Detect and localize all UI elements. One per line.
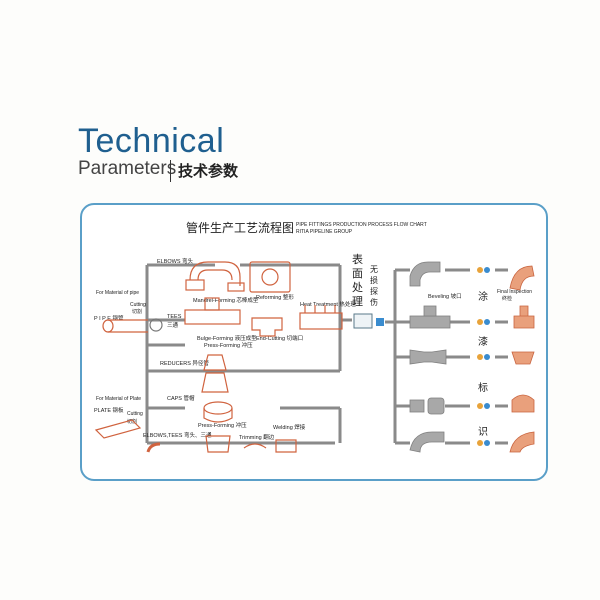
title-divider	[170, 160, 171, 182]
press-drawing	[205, 435, 231, 453]
final-tee	[513, 305, 535, 329]
page-subtitle-cn: 技术参数	[178, 162, 239, 180]
chart-title-en: PIPE FITTINGS PRODUCTION PROCESS FLOW CH…	[296, 222, 427, 228]
label-trimming: Trimming 翻边	[239, 433, 275, 441]
label-cutting-2: Cutting	[127, 411, 143, 417]
elbow-drawing	[189, 261, 241, 286]
label-final: Final Inspection	[497, 289, 532, 295]
label-surface-1: 表	[352, 252, 363, 266]
chart-title-cn: 管件生产工艺流程图	[186, 220, 294, 235]
label-material-pipe: For Material of pipe	[96, 290, 139, 296]
final-elbow-1	[509, 265, 535, 291]
label-press-1: Press-Forming 冲压	[204, 341, 253, 349]
label-plate: PLATE 钢板	[94, 406, 124, 414]
grey-cap	[409, 399, 425, 413]
label-elbows-tees: ELBOWS,TEES 弯头、三通	[143, 431, 212, 439]
final-cap	[511, 394, 535, 413]
label-press-2: Press-Forming 冲压	[198, 421, 247, 429]
label-caps: CAPS 管帽	[167, 394, 195, 402]
label-material-plate: For Material of Plate	[96, 396, 141, 402]
trimming-drawing	[243, 443, 267, 449]
label-ndt-4: 伤	[370, 297, 378, 307]
cap-drawing	[203, 401, 233, 415]
label-paint-1: 涂	[478, 290, 488, 303]
label-endcut: End-Cutting 切端口	[256, 334, 303, 342]
label-ndt-1: 无	[370, 265, 378, 274]
label-paint-3: 标	[478, 382, 488, 394]
final-fittings	[509, 265, 535, 453]
ndt-device-icon	[353, 313, 373, 329]
ndt-sensor-icon	[376, 318, 384, 326]
label-ndt-3: 探	[370, 286, 378, 296]
label-paint-2: 漆	[478, 335, 488, 348]
final-elbow-2	[509, 431, 535, 453]
reforming-drawing	[249, 261, 291, 293]
label-pipe: P I P E 钢管	[94, 314, 124, 322]
label-surface-2: 面	[352, 267, 363, 280]
label-reducers: REDUCERS 异径管	[160, 359, 209, 367]
label-ndt-2: 损	[370, 275, 378, 285]
flow-lines	[145, 263, 508, 445]
final-reducer	[511, 351, 535, 365]
page-subtitle: Parameters	[78, 158, 177, 179]
welding-drawing	[275, 439, 297, 453]
grey-elbow-2	[409, 431, 445, 453]
label-heat: Heat Treatment 热处理	[300, 300, 356, 308]
marker-icons	[477, 267, 490, 446]
label-paint-4: 识	[478, 426, 488, 438]
small-elbow-drawing	[146, 442, 161, 453]
label-surface-3: 处	[352, 281, 363, 294]
label-cutting-2-cn: 切割	[127, 418, 137, 425]
label-cutting-1-cn: 切割	[132, 308, 142, 315]
label-mandrel: Mandrel-Forming 芯棒成型	[193, 296, 259, 304]
reducer-drawing	[203, 354, 227, 371]
grey-reducer	[409, 349, 447, 365]
flowchart-frame	[80, 203, 548, 481]
label-elbows: ELBOWS 弯头	[157, 257, 194, 265]
heat-furnace-drawing	[299, 312, 343, 330]
grey-elbow-1	[409, 261, 441, 287]
fitting-illustrations	[94, 261, 343, 453]
label-surface-4: 理	[352, 295, 363, 308]
label-beveling: Beveling 坡口	[428, 292, 462, 300]
label-welding: Welding 焊接	[273, 423, 306, 431]
label-final-cn: 终检	[502, 295, 512, 302]
label-reforming: Reforming 整形	[256, 293, 294, 301]
label-cutting-1: Cutting	[130, 302, 146, 308]
page-title: Technical	[78, 122, 225, 160]
label-tees: TEES	[167, 314, 182, 320]
grey-tee	[409, 315, 451, 329]
grey-fittings	[409, 261, 451, 453]
chart-company: RITIA PIPELINE GROUP	[296, 229, 353, 235]
label-tees-cn: 三通	[167, 321, 179, 329]
tee-drawing	[184, 309, 241, 325]
endcut-drawing	[251, 317, 283, 337]
label-bulge: Bulge-Forming 液压成型	[197, 334, 257, 342]
plate-drawing	[94, 419, 142, 439]
